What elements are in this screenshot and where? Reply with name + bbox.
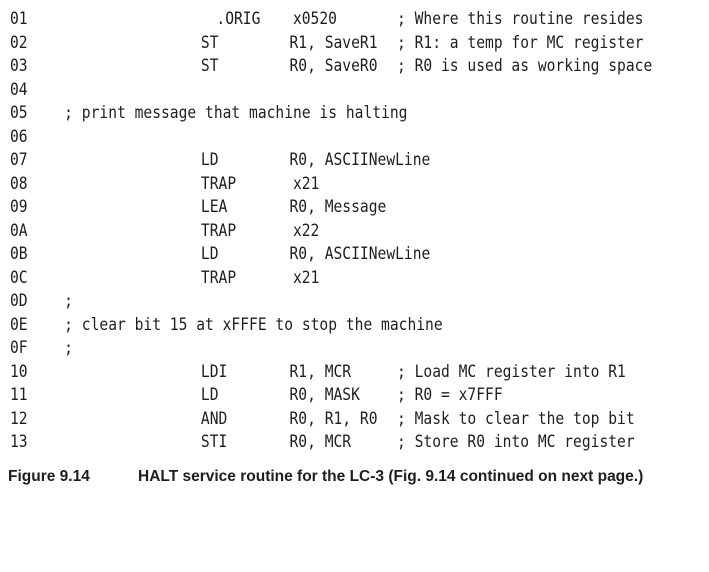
operands: x21: [292, 173, 320, 194]
comment: ; R1: a temp for MC register: [397, 32, 644, 53]
code-line-03: 03 ST R0, SaveR0 ; R0 is used as working…: [10, 55, 652, 79]
line-number: 09: [10, 197, 28, 217]
operands: R1, SaveR1: [289, 32, 378, 53]
line-number: 10: [10, 361, 28, 382]
comment: ; R0 = x7FFF: [397, 385, 503, 405]
figure-number: Figure 9.14: [8, 468, 90, 485]
opcode: ST: [200, 56, 219, 76]
section-comment: ; print message that machine is halting: [64, 103, 408, 123]
code-line-02: 02 ST R1, SaveR1 ; R1: a temp for MC reg…: [10, 32, 643, 56]
code-line-04: 04: [10, 79, 608, 103]
operands: R0, ASCIINewLine: [289, 244, 431, 264]
line-number: 11: [10, 385, 28, 405]
comment: ; Store R0 into MC register: [397, 432, 635, 452]
code-line-09: 09 LEA R0, Message: [10, 196, 608, 220]
opcode: STI: [200, 432, 228, 452]
line-number: 0F: [10, 338, 28, 358]
code-line-08: 08 TRAP x21: [10, 173, 608, 197]
operands: R0, R1, R0: [289, 408, 378, 429]
line-number: 0B: [10, 244, 28, 264]
code-line-0F: 0F ;: [10, 337, 608, 361]
code-line-0D: 0D ;: [10, 290, 608, 314]
operands: R0, MCR: [289, 432, 352, 452]
code-line-0A: 0A TRAP x22: [10, 220, 608, 244]
line-number: 05: [10, 103, 28, 123]
code-line-07: 07 LD R0, ASCIINewLine: [10, 149, 608, 173]
operands: x0520: [292, 9, 337, 29]
code-line-12: 12 AND R0, R1, R0 ; Mask to clear the to…: [10, 408, 635, 432]
opcode: ST: [200, 32, 219, 53]
operands: R0, ASCIINewLine: [289, 150, 431, 170]
operands: R1, MCR: [289, 361, 352, 382]
line-number: 0E: [10, 314, 28, 335]
code-line-0B: 0B LD R0, ASCIINewLine: [10, 243, 608, 267]
code-line-01: 01 .ORIG x0520 ; Where this routine resi…: [10, 8, 643, 32]
line-number: 03: [10, 56, 28, 76]
opcode: TRAP: [200, 220, 237, 241]
code-line-06: 06: [10, 126, 608, 150]
figure-caption-text: HALT service routine for the LC-3 (Fig. …: [138, 468, 644, 485]
operands: R0, Message: [289, 197, 387, 217]
figure-caption: Figure 9.14 HALT service routine for the …: [8, 468, 643, 486]
opcode: LEA: [200, 197, 228, 217]
opcode: LDI: [200, 361, 228, 382]
line-number: 08: [10, 173, 28, 194]
operands: x21: [292, 267, 320, 288]
code-line-10: 10 LDI R1, MCR ; Load MC register into R…: [10, 361, 626, 385]
code-line-0E: 0E ; clear bit 15 at xFFFE to stop the m…: [10, 314, 608, 338]
comment: ; Load MC register into R1: [397, 361, 626, 382]
line-number: 07: [10, 150, 28, 170]
code-line-11: 11 LD R0, MASK ; R0 = x7FFF: [10, 384, 608, 408]
section-comment: ; clear bit 15 at xFFFE to stop the mach…: [64, 314, 443, 335]
opcode: .ORIG: [216, 9, 261, 29]
opcode: TRAP: [200, 173, 237, 194]
comment: ; Where this routine resides: [397, 9, 644, 29]
opcode: LD: [200, 244, 219, 264]
line-number: 13: [10, 432, 28, 452]
code-line-05: 05 ; print message that machine is halti…: [10, 102, 608, 126]
line-number: 0C: [10, 267, 28, 288]
line-number: 12: [10, 408, 28, 429]
line-number: 02: [10, 32, 28, 53]
code-listing: 01 .ORIG x0520 ; Where this routine resi…: [10, 8, 705, 455]
line-number: 04: [10, 79, 28, 100]
section-comment: ;: [64, 291, 73, 311]
line-number: 0A: [10, 220, 28, 241]
opcode: LD: [200, 385, 219, 405]
operands: x22: [292, 220, 320, 241]
opcode: TRAP: [200, 267, 237, 288]
comment: ; Mask to clear the top bit: [397, 408, 635, 429]
line-number: 01: [10, 9, 28, 29]
operands: R0, SaveR0: [289, 56, 378, 76]
comment: ; R0 is used as working space: [397, 56, 653, 76]
line-number: 06: [10, 126, 28, 147]
operands: R0, MASK: [289, 385, 360, 405]
opcode: AND: [200, 408, 228, 429]
line-number: 0D: [10, 291, 28, 311]
opcode: LD: [200, 150, 219, 170]
section-comment: ;: [64, 338, 73, 358]
code-line-0C: 0C TRAP x21: [10, 267, 608, 291]
code-line-13: 13 STI R0, MCR ; Store R0 into MC regist…: [10, 431, 635, 455]
